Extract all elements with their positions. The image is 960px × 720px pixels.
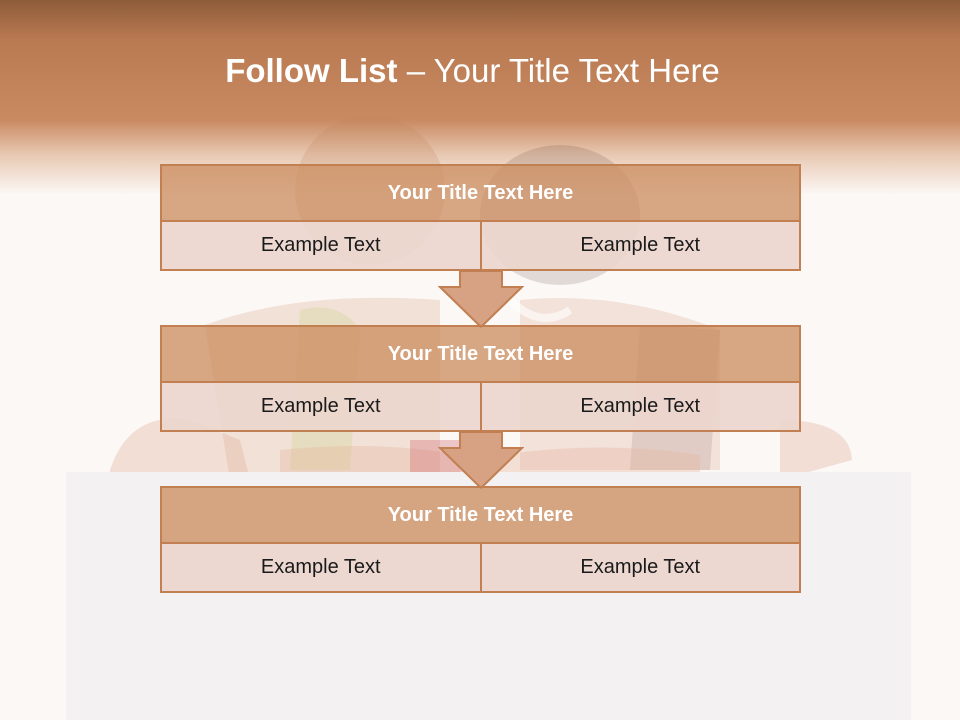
down-arrow-icon xyxy=(438,270,524,328)
block-cell-right[interactable]: Example Text xyxy=(479,222,799,269)
block-title[interactable]: Your Title Text Here xyxy=(160,164,801,222)
block-row: Example Text Example Text xyxy=(160,383,801,432)
down-arrow-icon xyxy=(438,431,524,489)
list-block-1: Your Title Text Here Example Text Exampl… xyxy=(160,164,801,271)
block-cell-left[interactable]: Example Text xyxy=(162,544,480,591)
slide-title-bold: Follow List xyxy=(225,52,398,89)
block-cell-left[interactable]: Example Text xyxy=(162,383,480,430)
block-cell-left[interactable]: Example Text xyxy=(162,222,480,269)
block-cell-right[interactable]: Example Text xyxy=(479,544,799,591)
block-cell-right[interactable]: Example Text xyxy=(479,383,799,430)
slide-title-rest: – Your Title Text Here xyxy=(406,52,720,89)
slide-title: Follow List – Your Title Text Here xyxy=(0,52,945,90)
block-title[interactable]: Your Title Text Here xyxy=(160,325,801,383)
list-block-2: Your Title Text Here Example Text Exampl… xyxy=(160,325,801,432)
block-row: Example Text Example Text xyxy=(160,544,801,593)
block-title[interactable]: Your Title Text Here xyxy=(160,486,801,544)
list-block-3: Your Title Text Here Example Text Exampl… xyxy=(160,486,801,593)
block-row: Example Text Example Text xyxy=(160,222,801,271)
